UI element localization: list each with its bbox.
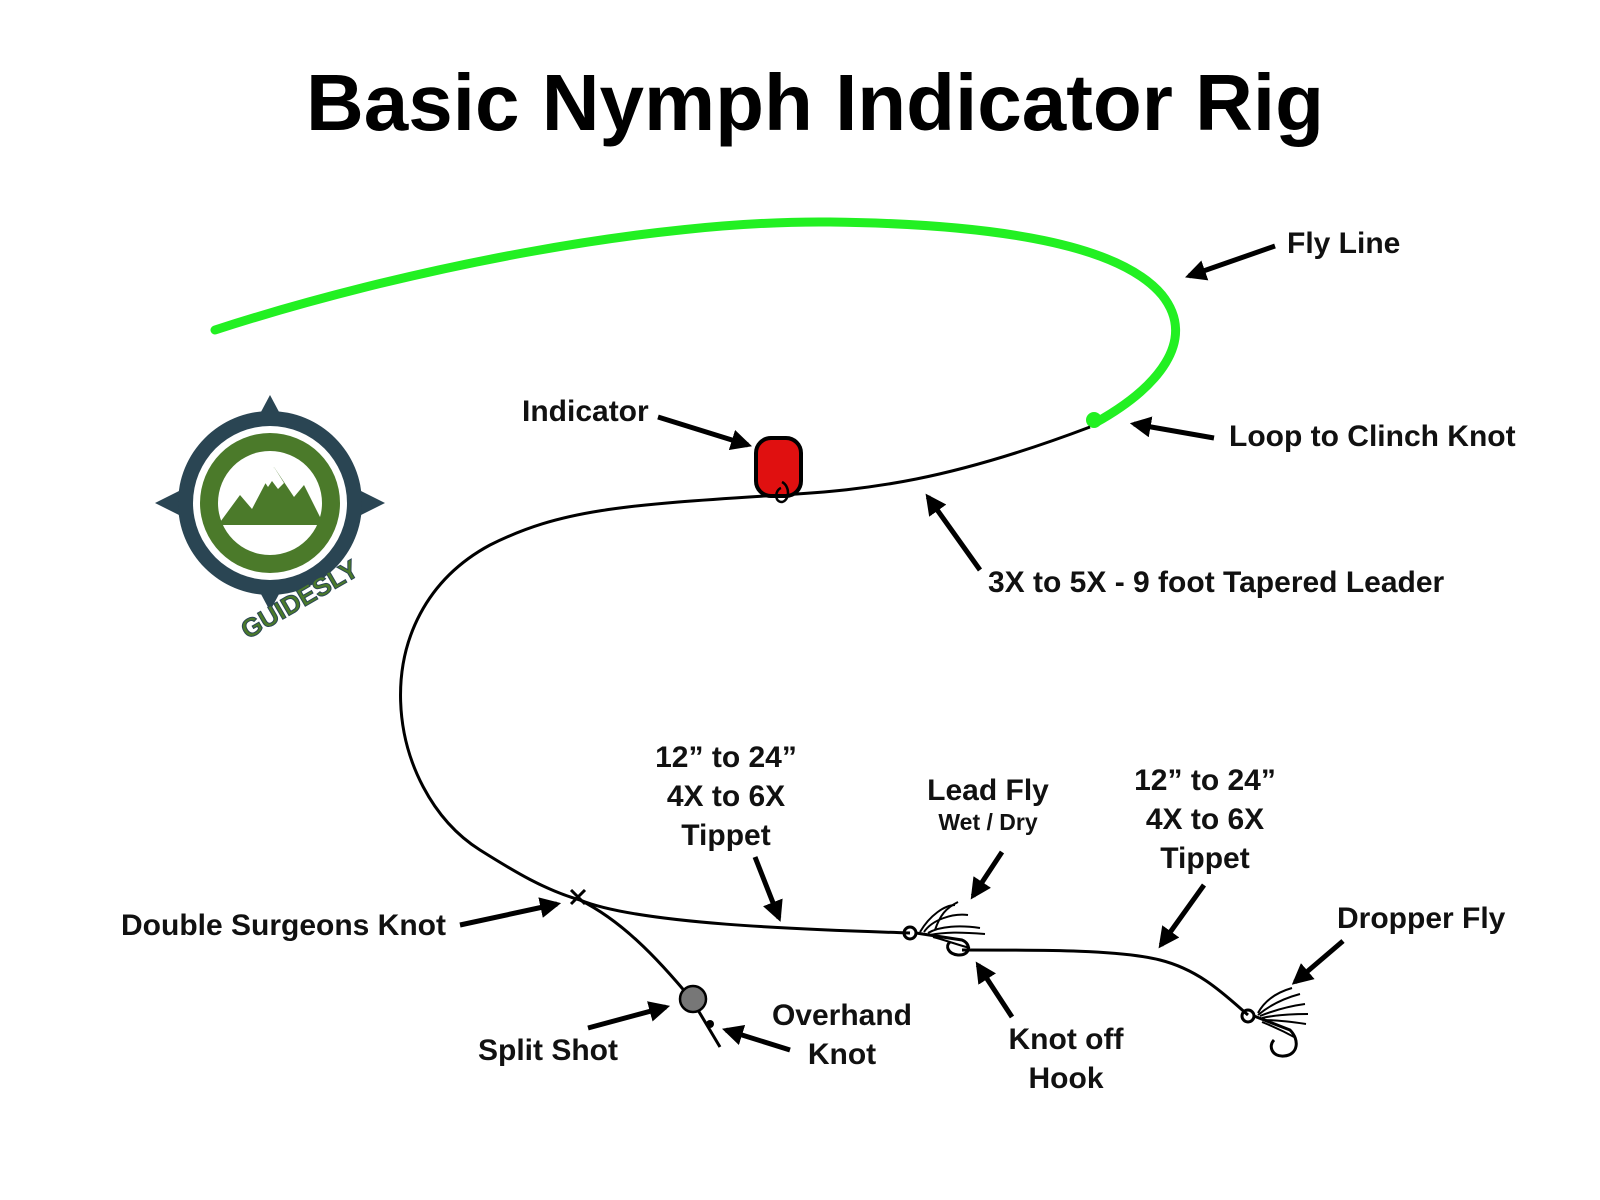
dropper-tippet-line xyxy=(961,948,1249,1017)
label-knot-off-hook-line1: Knot off xyxy=(1009,1023,1125,1056)
label-fly-line: Fly Line xyxy=(1287,227,1400,260)
double-surgeons-knot-mark-b xyxy=(569,888,587,906)
label-tippet1-line3: Tippet xyxy=(681,819,770,852)
logo-compass-east xyxy=(355,488,385,518)
label-split-shot: Split Shot xyxy=(478,1034,618,1067)
dropper-fly-icon xyxy=(1240,987,1309,1058)
label-tippet1-line1: 12” to 24” xyxy=(655,741,797,774)
arrow-lead-fly xyxy=(970,850,1005,900)
arrow-tippet1 xyxy=(752,856,783,922)
label-overhand-knot-line1: Overhand xyxy=(772,999,912,1032)
label-dropper-fly: Dropper Fly xyxy=(1337,902,1506,935)
page-title: Basic Nymph Indicator Rig xyxy=(306,58,1324,147)
logo-compass-west xyxy=(155,488,185,518)
split-shot xyxy=(678,984,708,1014)
arrow-double-surgeons xyxy=(459,897,562,928)
label-tippet1-line2: 4X to 6X xyxy=(667,780,785,813)
label-indicator: Indicator xyxy=(522,395,649,428)
label-lead-fly: Lead Fly xyxy=(927,774,1049,807)
arrow-split-shot xyxy=(587,1001,671,1031)
arrow-dropper-fly xyxy=(1291,939,1345,985)
fly-line xyxy=(210,217,1180,428)
label-overhand-knot-line2: Knot xyxy=(808,1038,876,1071)
arrow-indicator xyxy=(657,414,753,451)
loop-to-clinch-knot xyxy=(1086,412,1102,428)
mountain-snowcap-icon xyxy=(264,467,284,489)
arrow-overhand-knot xyxy=(721,1024,791,1053)
indicator-icon xyxy=(754,436,803,504)
label-loop-to-clinch: Loop to Clinch Knot xyxy=(1229,420,1516,453)
label-tippet2-line2: 4X to 6X xyxy=(1146,803,1264,836)
arrow-leader xyxy=(925,493,983,572)
lead-fly-icon xyxy=(902,901,986,957)
label-knot-off-hook-line2: Hook xyxy=(1029,1062,1104,1095)
tapered-leader xyxy=(399,425,1091,935)
arrow-knot-off-hook xyxy=(975,961,1015,1019)
arrow-fly-line xyxy=(1185,243,1276,281)
label-double-surgeons: Double Surgeons Knot xyxy=(121,909,446,942)
label-tippet2-line1: 12” to 24” xyxy=(1134,764,1276,797)
label-tippet2-line3: Tippet xyxy=(1160,842,1249,875)
label-leader: 3X to 5X - 9 foot Tapered Leader xyxy=(988,566,1445,599)
arrow-loop-to-clinch xyxy=(1129,416,1215,441)
guidesly-logo: GUIDESLY xyxy=(155,395,385,645)
overhand-knot-mark xyxy=(706,1020,714,1028)
mountain-icon xyxy=(218,467,324,525)
arrow-tippet2 xyxy=(1158,883,1207,949)
label-lead-fly-sub: Wet / Dry xyxy=(938,809,1037,835)
